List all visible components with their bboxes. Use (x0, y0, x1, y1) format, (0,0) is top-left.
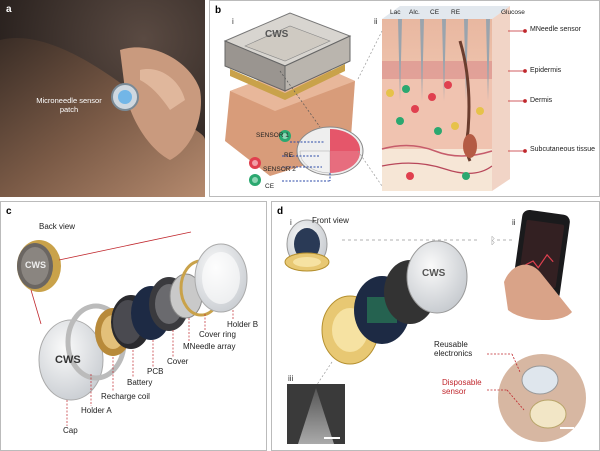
layer-label-epidermis: Epidermis (530, 67, 562, 74)
device-logo-c-cap: CWS (55, 354, 81, 366)
bluetooth-icon: ᛒ (490, 236, 496, 247)
column-label-glucose: Glucose (501, 9, 525, 16)
panel-a-photo (0, 0, 205, 197)
panel-b-letter: b (215, 5, 222, 16)
layer-label-mneedle: MNeedle sensor (530, 26, 581, 33)
panel-d-illustration: ᛒ (284, 209, 586, 444)
layer-label-dermis: Dermis (530, 97, 553, 104)
electrode-label-sensor2: SENSOR 2 (263, 166, 296, 173)
reusable-electronics-label: Reusable electronics (434, 340, 473, 358)
part-label-cap: Cap (63, 426, 78, 435)
front-view-label: Front view (312, 216, 349, 225)
device-logo-b: CWS (265, 29, 289, 40)
part-label-battery: Battery (127, 378, 153, 387)
device-logo-d: CWS (422, 268, 446, 279)
part-label-pcb: PCB (147, 367, 164, 376)
panel-b-illustration (223, 6, 527, 191)
column-label-alc: Alc. (409, 9, 420, 16)
panel-c: c Back view CWS CWS Holder B Cover ring … (0, 201, 267, 451)
disposable-sensor-label: Disposable sensor (442, 378, 482, 396)
panel-a: a Microneedle sensor patch (0, 0, 205, 197)
panel-a-letter: a (6, 4, 12, 15)
electrode-label-sensor1: SENSOR 1 (256, 132, 289, 139)
part-label-recharge-coil: Recharge coil (101, 392, 150, 401)
panel-d-sub-iii: iii (288, 374, 294, 383)
electrode-label-ce: CE (265, 183, 275, 190)
column-label-lac: Lac (390, 9, 401, 16)
panel-d-letter: d (277, 206, 284, 217)
column-label-ce: CE (430, 9, 440, 16)
panel-b-sub-ii: ii (374, 17, 378, 26)
panel-d: ᛒ d i ii iii Front view CWS Reusable ele… (271, 201, 600, 451)
part-label-holder-b: Holder B (227, 320, 259, 329)
panel-d-sub-ii: ii (512, 218, 516, 227)
part-label-mneedle-array: MNeedle array (183, 342, 236, 351)
back-view-label: Back view (39, 222, 76, 231)
patch-label: Microneedle sensor patch (36, 96, 102, 114)
electrode-label-re: RE (284, 152, 294, 159)
panel-d-sub-i: i (290, 218, 292, 227)
column-label-re: RE (451, 9, 461, 16)
part-label-cover: Cover (167, 357, 189, 366)
part-label-holder-a: Holder A (81, 406, 112, 415)
layer-label-subcutaneous: Subcutaneous tissue (530, 146, 595, 153)
panel-c-letter: c (6, 206, 12, 217)
part-label-cover-ring: Cover ring (199, 330, 236, 339)
panel-b: b i ii CWS SENSOR 1 RE SENSOR 2 CE Lac A… (209, 0, 600, 197)
panel-b-sub-i: i (232, 17, 234, 26)
skin-cross-section (381, 6, 510, 191)
device-logo-c-back: CWS (25, 260, 46, 270)
panel-c-exploded-view (17, 231, 248, 426)
